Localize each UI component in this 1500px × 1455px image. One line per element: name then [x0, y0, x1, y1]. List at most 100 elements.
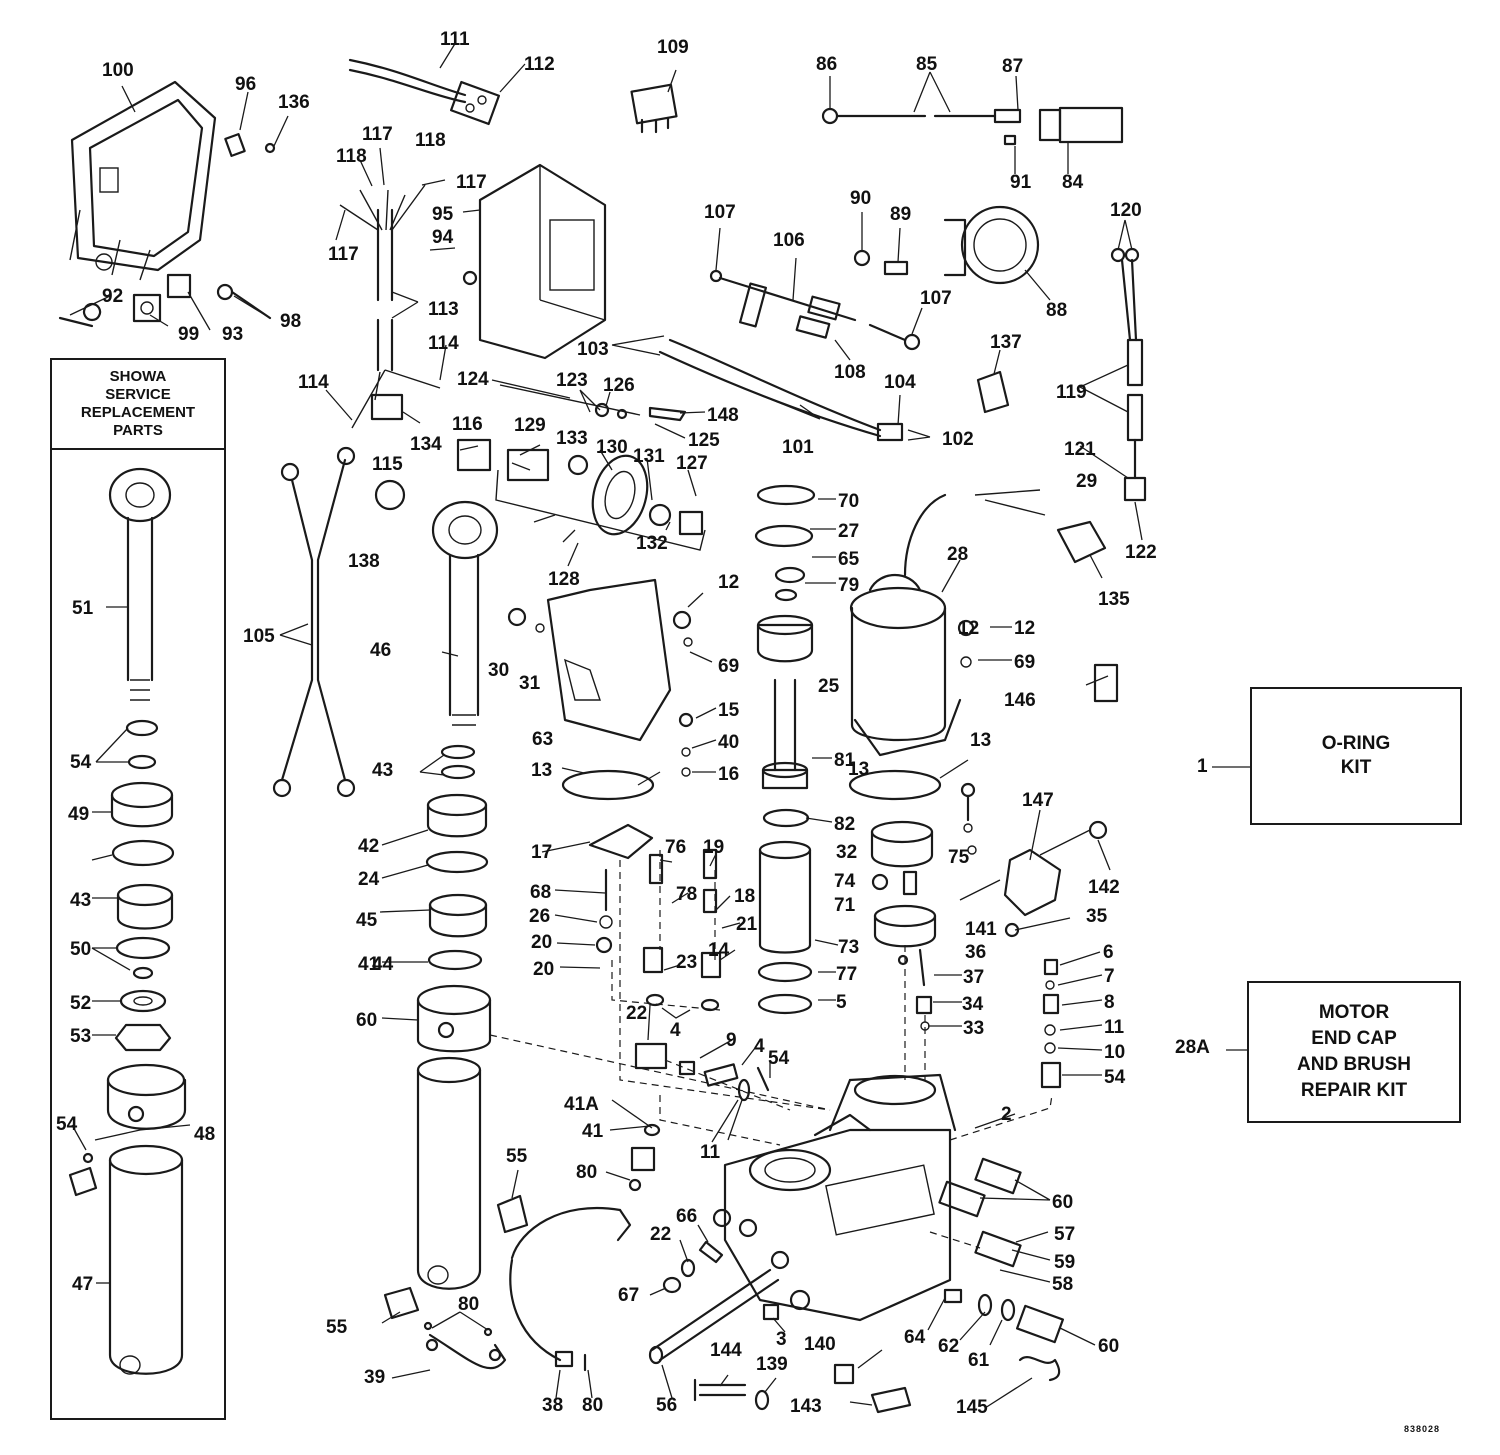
part-number-label: 61	[968, 1350, 990, 1371]
switch-drawing	[976, 370, 1010, 414]
part-number-label: 126	[603, 375, 635, 396]
part-number-label: 68	[530, 882, 551, 903]
part-number-label: 105	[243, 626, 275, 647]
part-number-label: 32	[836, 842, 857, 863]
part-number-label: 58	[1052, 1274, 1073, 1295]
part-number-label: 147	[1022, 790, 1054, 811]
part-number-label: 117	[362, 124, 393, 145]
part-number-label: 35	[1086, 906, 1108, 927]
part-number-label: 16	[718, 764, 739, 785]
part-number-label: 34	[962, 994, 984, 1015]
part-number-label: 8	[1104, 992, 1115, 1013]
part-number-label: 82	[834, 814, 855, 835]
part-number-label: 136	[278, 92, 310, 113]
part-number-label: 118	[415, 130, 446, 151]
part-number-label: 138	[348, 551, 380, 572]
part-number-label: 139	[756, 1354, 788, 1375]
part-number-label: 20	[531, 932, 552, 953]
part-number-label: 132	[636, 533, 668, 554]
part-number-label: 24	[358, 869, 380, 890]
part-number-label: 49	[68, 804, 89, 825]
part-number-label: 13	[531, 760, 552, 781]
part-number-label: 143	[790, 1396, 822, 1417]
part-number-label: 22	[650, 1224, 671, 1245]
part-number-label: 129	[514, 415, 546, 436]
part-number-label: 4	[670, 1020, 681, 1041]
part-number-label: 91	[1010, 172, 1032, 193]
part-number-label: 17	[531, 842, 552, 863]
battery-cable-drawing	[272, 446, 356, 798]
part-number-label: 125	[688, 430, 720, 451]
oring-kit-ref-number: 1	[1197, 756, 1208, 777]
part-number-label: 102	[942, 429, 974, 450]
part-number-label: 92	[102, 286, 123, 307]
junction-box-drawing	[339, 163, 607, 429]
part-number-label: 114	[428, 333, 459, 354]
part-number-label: 23	[676, 952, 697, 973]
part-number-label: 40	[718, 732, 739, 753]
part-number-label: 38	[542, 1395, 563, 1416]
part-number-label: 43	[372, 760, 393, 781]
part-number-label: 55	[506, 1146, 528, 1167]
part-number-label: 144	[710, 1340, 742, 1361]
small-parts-topleft-drawing	[58, 133, 276, 328]
motor-kit-ref-number: 28A	[1175, 1037, 1210, 1058]
reservoir-drawing	[507, 578, 672, 742]
part-number-label: 111	[440, 29, 470, 50]
part-number-label: 115	[372, 454, 403, 475]
part-number-label: 57	[1054, 1224, 1075, 1245]
tilt-cylinder-drawing	[383, 500, 622, 1372]
part-number-label: 54	[1104, 1067, 1126, 1088]
part-number-label: 135	[1098, 589, 1130, 610]
part-number-label: 12	[718, 572, 739, 593]
part-number-label: 121	[1064, 439, 1096, 460]
part-number-label: 29	[1076, 471, 1097, 492]
part-number-label: 44	[372, 954, 394, 975]
part-number-label: 54	[56, 1114, 78, 1135]
part-number-label: 133	[556, 428, 588, 449]
motor-repair-kit-box: MOTOR END CAP AND BRUSH REPAIR KIT	[1247, 981, 1461, 1123]
part-number-label: 31	[519, 673, 541, 694]
part-number-label: 46	[370, 640, 391, 661]
part-number-label: 25	[818, 676, 840, 697]
part-number-label: 41	[582, 1121, 604, 1142]
part-number-label: 123	[556, 370, 588, 391]
part-number-label: 11	[1104, 1017, 1125, 1038]
showa-parts-panel: SHOWA SERVICE REPLACEMENT PARTS	[50, 358, 226, 1420]
part-number-label: 99	[178, 324, 199, 345]
part-number-label: 86	[816, 54, 837, 75]
part-number-label: 55	[326, 1317, 348, 1338]
part-number-label: 118	[336, 146, 367, 167]
part-number-label: 107	[704, 202, 736, 223]
rod-and-sender-drawing	[821, 106, 1124, 146]
part-number-label: 142	[1088, 877, 1120, 898]
part-number-label: 11	[700, 1142, 721, 1163]
assembly-dashed-lines	[489, 850, 1053, 1249]
part-number-label: 107	[920, 288, 952, 309]
part-number-label: 50	[70, 939, 91, 960]
part-number-label: 12	[1014, 618, 1035, 639]
part-number-label: 33	[963, 1018, 984, 1039]
part-number-label: 18	[734, 886, 755, 907]
part-number-label: 13	[848, 759, 869, 780]
part-number-label: 94	[432, 227, 454, 248]
part-number-label: 117	[328, 244, 359, 265]
part-number-label: 137	[990, 332, 1022, 353]
part-number-label: 42	[358, 836, 379, 857]
part-number-label: 2	[1001, 1104, 1012, 1125]
part-number-label: 101	[782, 437, 814, 458]
part-number-label: 104	[884, 372, 916, 393]
oring-kit-box: O-RING KIT	[1250, 687, 1462, 825]
part-number-label: 45	[356, 910, 378, 931]
part-number-label: 98	[280, 311, 301, 332]
part-number-label: 21	[736, 914, 758, 935]
part-number-label: 60	[1052, 1192, 1073, 1213]
part-number-label: 41	[358, 954, 380, 975]
valve-assembly-drawing	[456, 438, 706, 551]
control-housing-drawing	[69, 80, 217, 281]
part-number-label: 39	[364, 1367, 385, 1388]
part-number-label: 77	[836, 964, 857, 985]
part-number-label: 63	[532, 729, 553, 750]
